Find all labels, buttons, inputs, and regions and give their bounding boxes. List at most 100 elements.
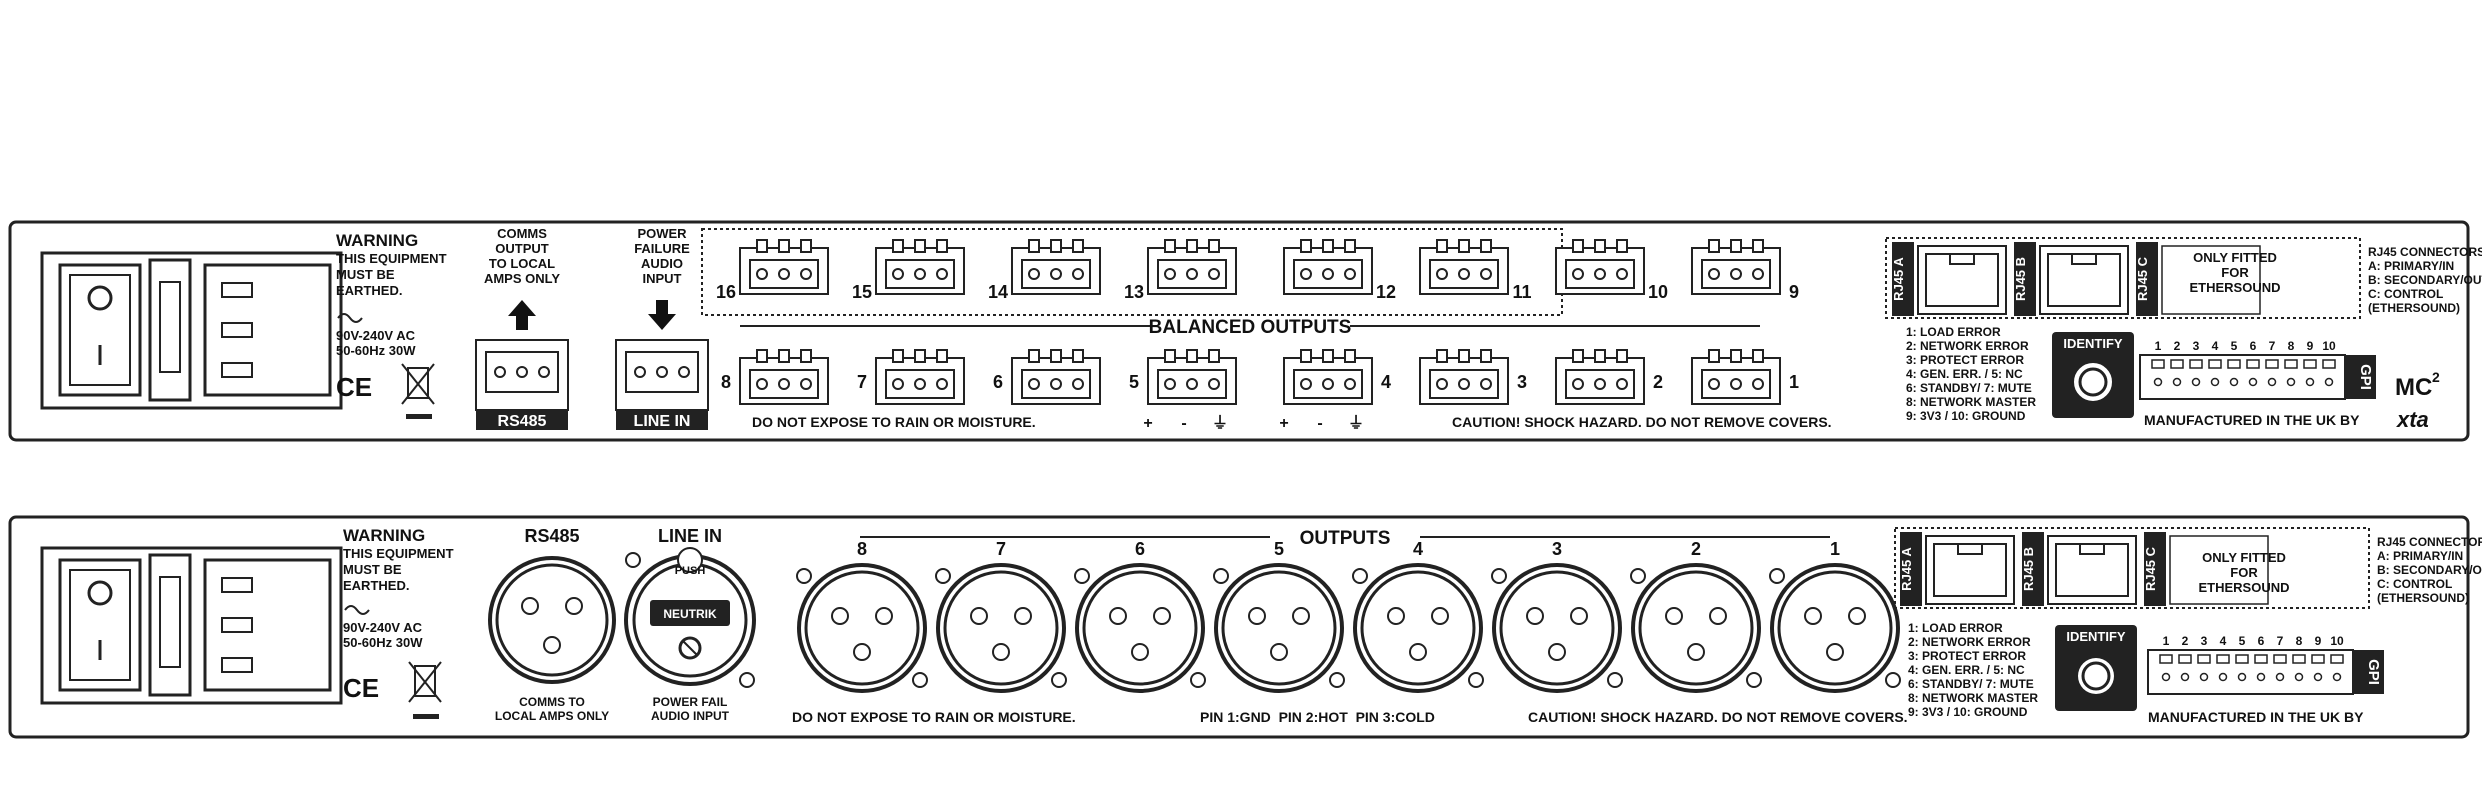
gpi-pin (2254, 654, 2268, 664)
gpi-screw (2191, 377, 2201, 387)
warning-line: THIS EQUIPMENT (343, 546, 454, 561)
output-terminal[interactable] (1419, 239, 1509, 295)
output-terminal[interactable] (739, 239, 829, 295)
gpi-pin (2178, 654, 2192, 664)
gpi-pin (2265, 359, 2279, 369)
gpi-pin-number: 2 (2182, 634, 2189, 648)
output-terminal[interactable] (1691, 349, 1781, 405)
output-terminal[interactable] (1147, 239, 1237, 295)
output-terminal[interactable] (1147, 349, 1237, 405)
gpi-pin-number: 5 (2239, 634, 2246, 648)
gpi-pin-number: 1 (2163, 634, 2170, 648)
rj45-port[interactable]: RJ45 B (2013, 242, 2129, 316)
output-xlr-connector[interactable] (797, 563, 927, 693)
fuse-holder[interactable] (148, 553, 192, 697)
rs485-xlr-connector[interactable] (488, 556, 616, 684)
pin-polarity-signs: +-⏚+-⏚ (1143, 414, 1364, 432)
output-number: 3 (1552, 539, 1562, 559)
identify-button[interactable]: IDENTIFY (2052, 332, 2134, 418)
rj45-label: RJ45 C (2143, 546, 2158, 591)
output-xlr-connector[interactable] (1075, 563, 1205, 693)
output-xlr-connector[interactable] (1214, 563, 1344, 693)
rj45-port[interactable]: RJ45 A (1891, 242, 2007, 316)
iec-socket (203, 558, 332, 692)
gpi-pin-number: 7 (2277, 634, 2284, 648)
rj45-label: RJ45 A (1899, 547, 1914, 591)
warning-line: EARTHED. (336, 283, 402, 298)
output-xlr-connector[interactable] (1770, 563, 1900, 693)
output-xlr-connector[interactable] (936, 563, 1066, 693)
gpi-pin (2197, 654, 2211, 664)
gpi-connector[interactable] (2139, 354, 2346, 400)
power-switch[interactable] (58, 263, 142, 397)
fuse-holder[interactable] (148, 258, 192, 402)
up-arrow-icon (508, 300, 536, 330)
xta-brand-logo: xta (2396, 407, 2429, 432)
output-xlr-connector[interactable] (1492, 563, 1622, 693)
line-in-xlr-connector[interactable]: NEUTRIK (624, 547, 756, 686)
mounting-screw (1607, 672, 1623, 688)
output-terminal[interactable] (1283, 239, 1373, 295)
output-number: 5 (1274, 539, 1284, 559)
output-number: 8 (857, 539, 867, 559)
output-xlr-connector[interactable] (1353, 563, 1483, 693)
gpi-screw (2256, 672, 2266, 682)
legend-line: 8: NETWORK MASTER (1906, 395, 2036, 409)
output-terminal[interactable] (1283, 349, 1373, 405)
output-xlr-connector[interactable] (1631, 563, 1761, 693)
identify-button[interactable]: IDENTIFY (2055, 625, 2137, 711)
rain-warning: DO NOT EXPOSE TO RAIN OR MOISTURE. (752, 414, 1036, 430)
gpi-pin (2311, 654, 2325, 664)
mounting-screw (625, 552, 641, 568)
line-in-label: LINE IN (634, 413, 691, 430)
gpi-connector[interactable] (2147, 649, 2354, 695)
output-terminal[interactable] (1011, 239, 1101, 295)
mounting-screw (935, 568, 951, 584)
legend-line: C: CONTROL (2377, 577, 2452, 591)
output-terminal[interactable] (739, 349, 829, 405)
output-terminal[interactable] (1555, 349, 1645, 405)
gpi-screw (2180, 672, 2190, 682)
output-terminal[interactable] (1011, 349, 1101, 405)
rj45-port[interactable]: RJ45 A (1899, 532, 2015, 606)
gpi-screw (2153, 377, 2163, 387)
legend-line: 1: LOAD ERROR (1906, 325, 2001, 339)
output-number: 11 (1512, 282, 1531, 302)
output-terminal[interactable] (875, 349, 965, 405)
gpi-pin-number: 9 (2307, 339, 2314, 353)
push-latch-button[interactable] (677, 547, 703, 573)
gpi-pin (2330, 654, 2344, 664)
output-terminal[interactable] (1691, 239, 1781, 295)
rj45-label: RJ45 A (1891, 257, 1906, 301)
warning-title: WARNING (343, 526, 425, 545)
ce-mark: CE (343, 673, 379, 703)
power-switch[interactable] (58, 558, 142, 692)
mounting-screw (1630, 568, 1646, 584)
rj45-port[interactable]: RJ45 B (2021, 532, 2137, 606)
output-terminal[interactable] (1555, 239, 1645, 295)
mounting-screw (1885, 672, 1901, 688)
output-number: 14 (988, 282, 1008, 302)
legend-line: 9: 3V3 / 10: GROUND (1906, 409, 2026, 423)
mounting-screw (1769, 568, 1785, 584)
gpi-pin-number: 6 (2258, 634, 2265, 648)
output-terminal[interactable] (1419, 349, 1509, 405)
gpi-pin (2189, 359, 2203, 369)
identify-label: IDENTIFY (2066, 629, 2126, 644)
rj45-label: RJ45 B (2013, 257, 2028, 301)
output-terminal[interactable] (875, 239, 965, 295)
gpi-label: GPI (2357, 364, 2374, 390)
legend-line: 3: PROTECT ERROR (1906, 353, 2024, 367)
gpi-pin (2322, 359, 2336, 369)
down-arrow-icon (648, 300, 676, 330)
legend-line: 2: NETWORK ERROR (1908, 635, 2031, 649)
power-fail-caption: AUDIO (641, 256, 683, 271)
mounting-screw (912, 672, 928, 688)
gpi-pin (2227, 359, 2241, 369)
